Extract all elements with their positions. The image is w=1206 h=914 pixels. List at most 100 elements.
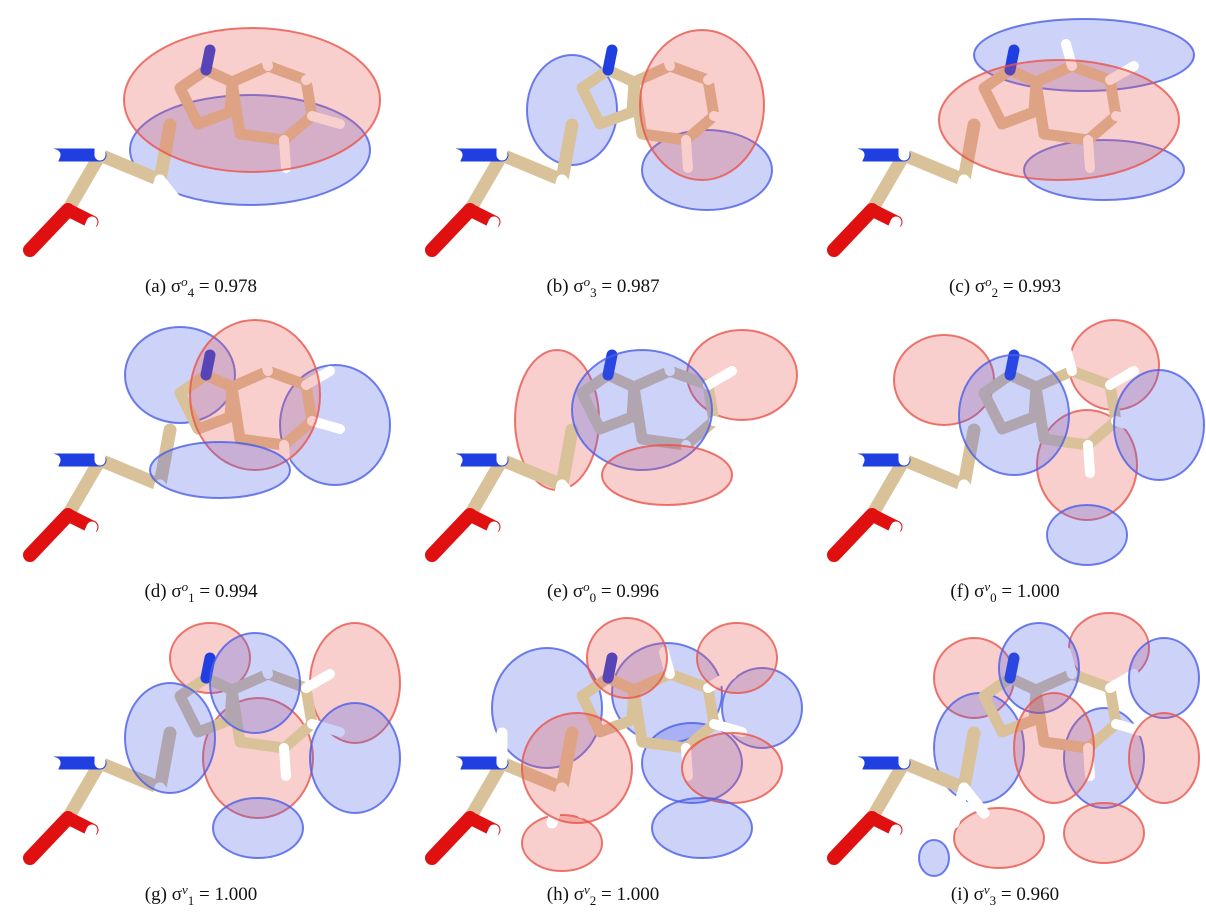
positive-lobe xyxy=(202,697,314,819)
h-bond xyxy=(444,757,463,786)
h-bond xyxy=(42,757,61,786)
h-bond xyxy=(846,757,865,786)
sub-index: 2 xyxy=(589,893,597,908)
negative-lobe xyxy=(918,839,950,877)
h-bond xyxy=(709,111,747,129)
caption-tag: (f) xyxy=(950,581,970,602)
indole-rings xyxy=(576,39,747,173)
h-bond xyxy=(948,479,970,526)
panel-f: (f) σv0 = 1.000 xyxy=(804,305,1206,610)
h-bond xyxy=(846,454,865,483)
bond xyxy=(495,148,569,187)
bond xyxy=(463,453,509,522)
h-bond xyxy=(279,135,291,173)
h-bond xyxy=(411,439,463,466)
panel-e: (e) σo0 = 0.996 xyxy=(402,305,804,610)
molecule-orbital-d xyxy=(9,319,391,566)
h-bond xyxy=(9,439,61,466)
sub-index: 1 xyxy=(187,893,195,908)
negative-lobe xyxy=(149,441,291,499)
negative-lobe xyxy=(1023,139,1185,201)
caption-tag: (e) xyxy=(546,581,569,602)
h-bond xyxy=(546,174,568,221)
positive-lobe xyxy=(639,29,765,181)
sigma-value: 0.994 xyxy=(214,581,258,602)
caption-e: (e) σo0 = 0.996 xyxy=(402,579,804,605)
molecule-orbital-a xyxy=(9,27,381,261)
ring-nh-bond xyxy=(1004,44,1020,76)
molecule-orbital-b xyxy=(411,29,773,261)
bond xyxy=(93,453,167,492)
sigma-symbol: σ xyxy=(974,581,985,602)
h-bond xyxy=(279,743,291,781)
sup-label: o xyxy=(583,274,591,289)
panel-c: (c) σo2 = 0.993 xyxy=(804,0,1206,305)
caption-f: (f) σv0 = 1.000 xyxy=(804,579,1206,605)
sigma-value: 0.993 xyxy=(1018,276,1062,297)
molecule-orbital-g xyxy=(9,622,401,869)
positive-lobe xyxy=(123,27,381,173)
h-bond xyxy=(72,216,98,261)
bond xyxy=(463,148,509,217)
sub-index: 3 xyxy=(989,893,997,908)
bond xyxy=(463,756,509,825)
sigma-symbol: σ xyxy=(974,276,986,297)
molecule-orbital-e xyxy=(411,329,798,566)
sigma-symbol: σ xyxy=(171,884,182,905)
h-bond xyxy=(1111,719,1149,737)
sigma-value: 1.000 xyxy=(214,884,258,905)
bond xyxy=(865,148,911,217)
sigma-value: 0.978 xyxy=(214,276,258,297)
sub-index: 0 xyxy=(990,590,997,605)
positive-lobe xyxy=(696,622,778,694)
h-bond xyxy=(411,742,463,769)
equals-sign: = xyxy=(1002,276,1014,297)
bond xyxy=(555,423,579,492)
h-bond xyxy=(411,134,463,161)
equals-sign: = xyxy=(1001,581,1013,602)
positive-lobe xyxy=(586,617,668,699)
positive-lobe xyxy=(681,732,783,804)
h-bond xyxy=(301,669,335,693)
sigma-symbol: σ xyxy=(573,884,584,905)
h-bond xyxy=(9,134,61,161)
caption-tag: (h) xyxy=(546,884,569,905)
h-bond xyxy=(9,742,61,769)
ring-nh-bond xyxy=(200,349,216,381)
caption-tag: (g) xyxy=(144,884,167,905)
caption-d: (d) σo1 = 0.994 xyxy=(0,579,402,605)
sub-index: 4 xyxy=(187,285,195,300)
h-bond xyxy=(257,647,273,679)
carbonyl-bond xyxy=(425,811,477,865)
h-bond xyxy=(1105,366,1139,390)
equals-sign: = xyxy=(199,581,211,602)
h-bond xyxy=(1083,135,1095,173)
negative-lobe xyxy=(124,682,216,794)
h-bond xyxy=(1111,416,1149,434)
h-bond xyxy=(546,479,568,526)
bond xyxy=(61,148,107,217)
negative-lobe xyxy=(209,632,301,734)
ring-nh-bond xyxy=(602,44,618,76)
negative-lobe xyxy=(571,349,713,471)
bond xyxy=(495,453,569,492)
h-bond xyxy=(257,39,273,71)
h-bond xyxy=(709,416,747,434)
bond xyxy=(61,453,107,522)
equals-sign: = xyxy=(1000,884,1012,905)
sub-index: 0 xyxy=(589,590,597,605)
h-bond xyxy=(709,719,747,737)
caption-a: (a) σo4 = 0.978 xyxy=(0,274,402,300)
h-bond xyxy=(681,135,693,173)
ring-nh-bond xyxy=(602,349,618,381)
sigma-symbol: σ xyxy=(170,276,182,297)
h-bond xyxy=(474,216,500,261)
bond xyxy=(957,423,981,492)
equals-sign: = xyxy=(600,884,612,905)
h-bond xyxy=(144,174,166,221)
sigma-value: 0.987 xyxy=(616,276,660,297)
h-bond xyxy=(681,440,693,478)
bond xyxy=(153,423,177,492)
bond xyxy=(957,118,981,187)
